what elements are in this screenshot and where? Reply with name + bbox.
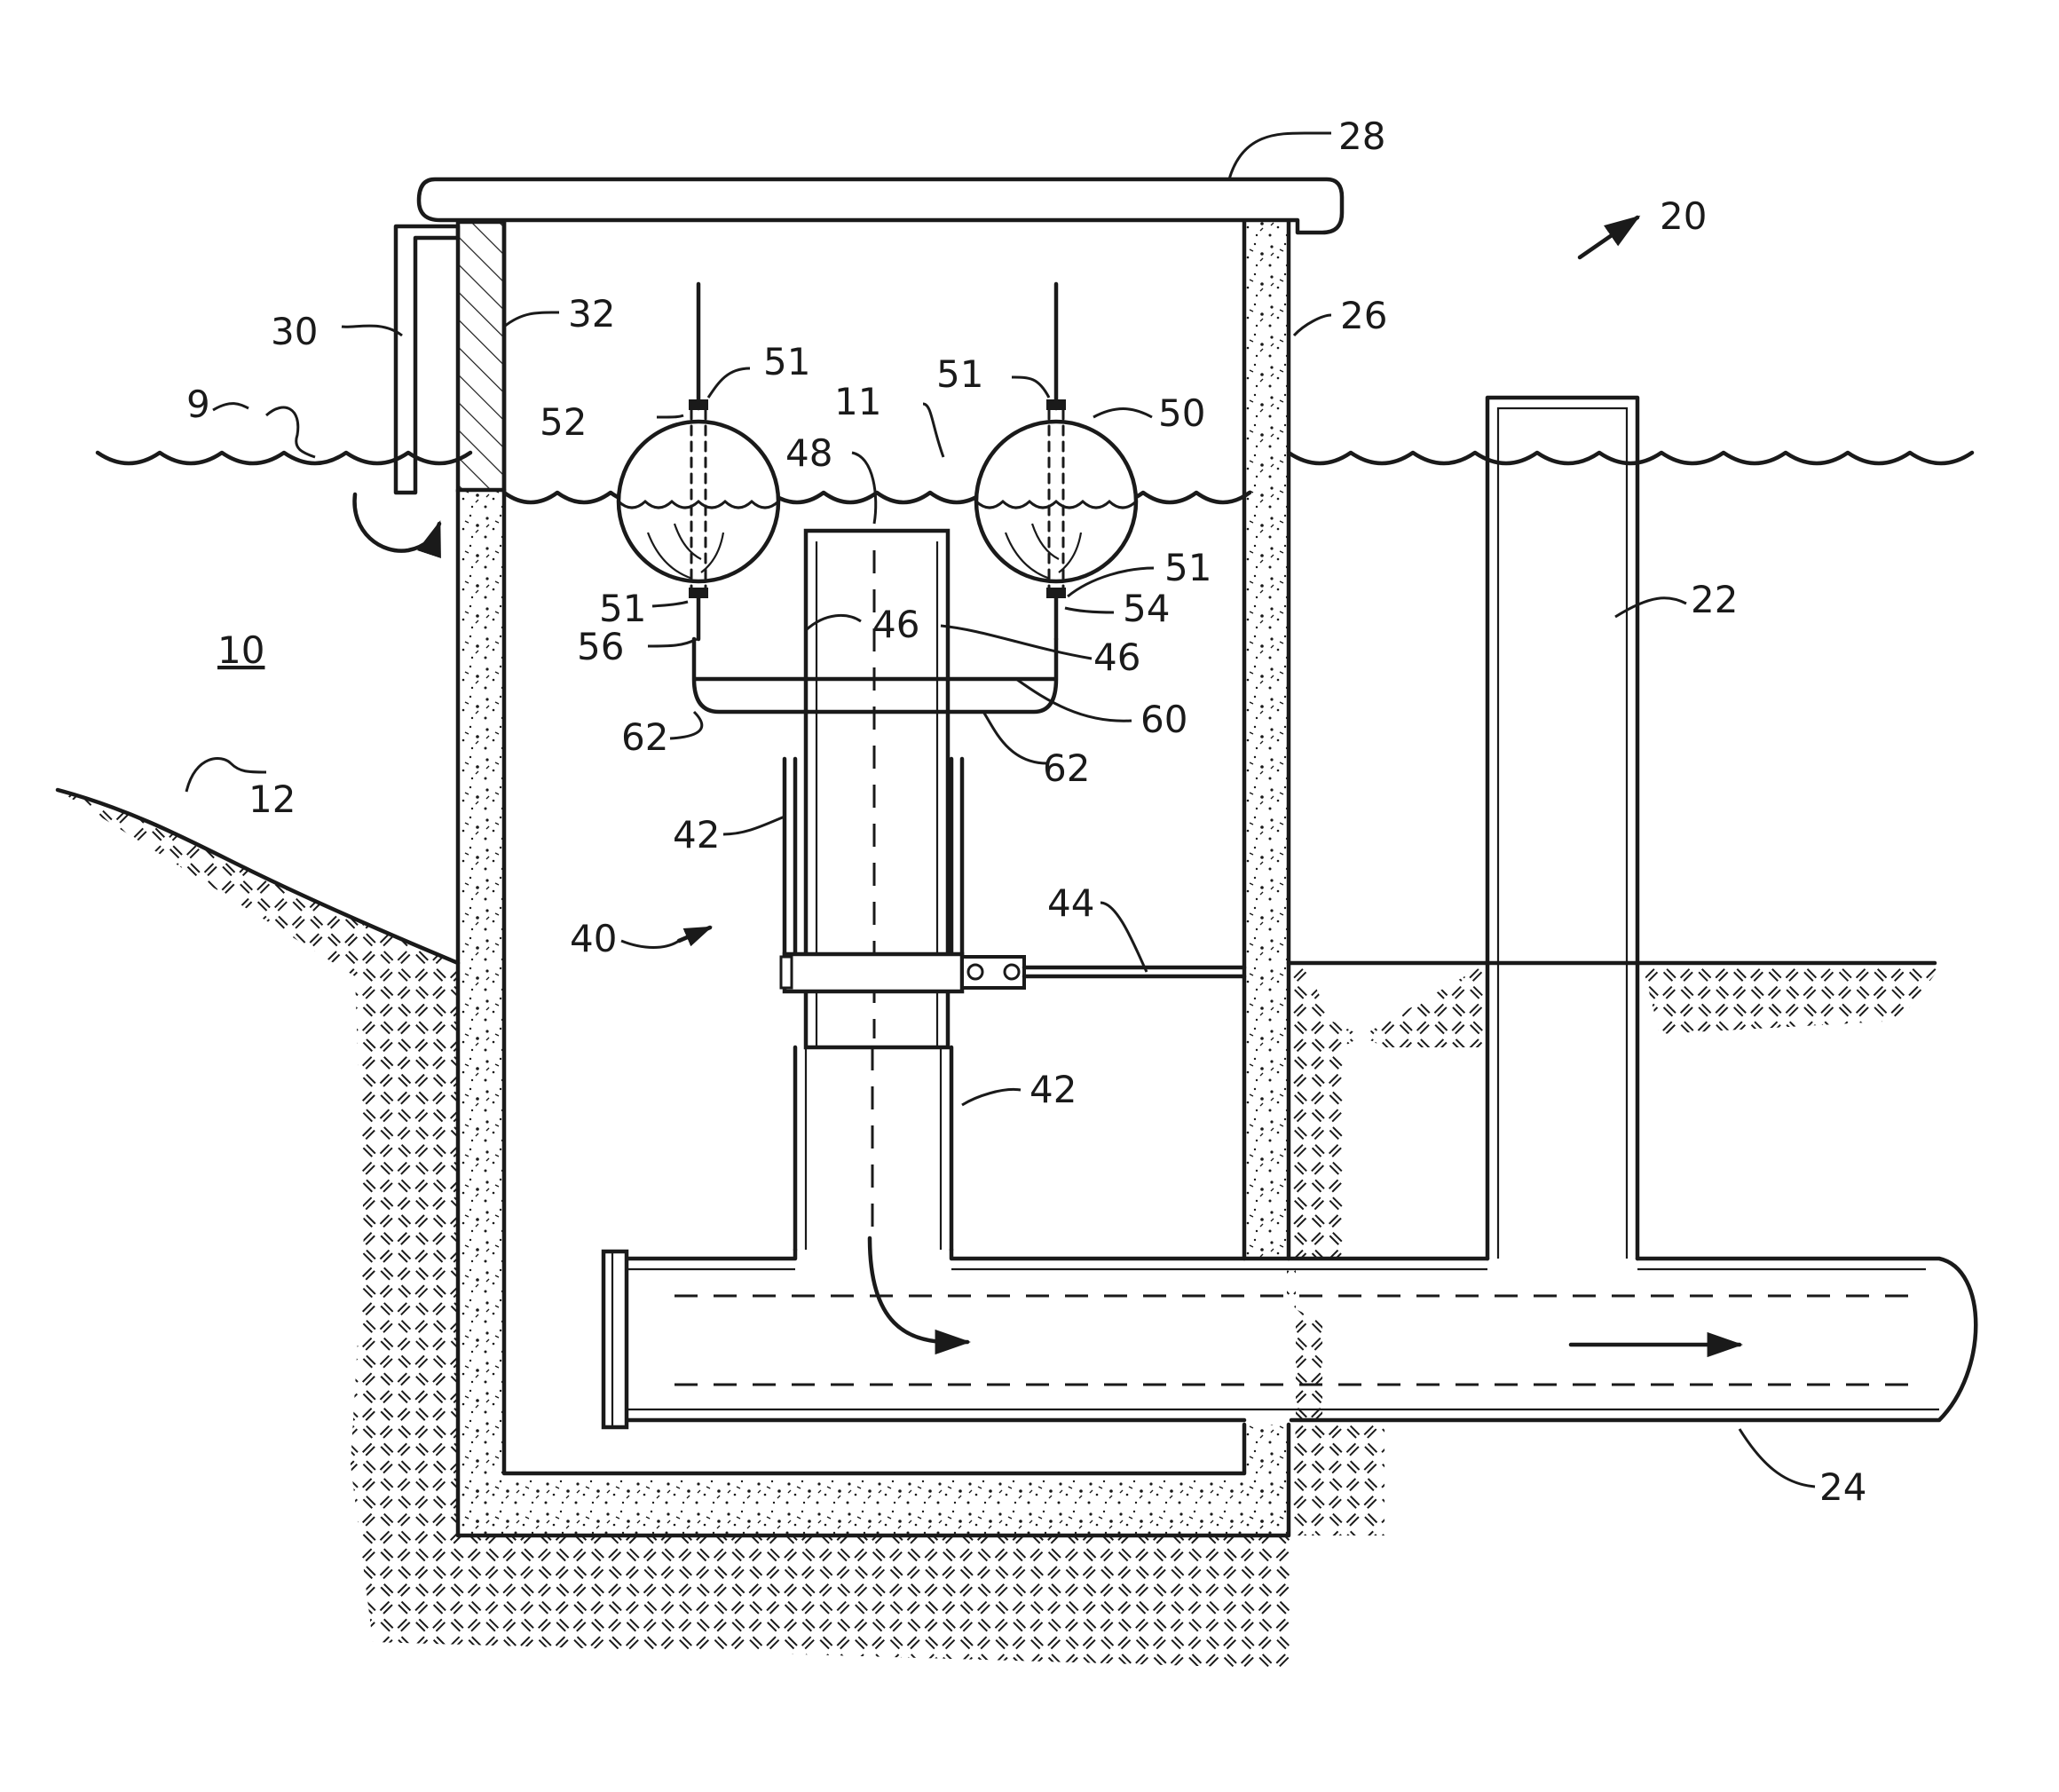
label-22: 22 [1691, 578, 1738, 621]
label-46a: 46 [872, 603, 919, 646]
label-51b: 51 [936, 352, 983, 396]
label-20: 20 [1660, 194, 1707, 238]
brace-44 [1024, 967, 1244, 976]
inflow-arrow [355, 494, 439, 551]
standpipe-assembly-40 [781, 531, 1244, 1250]
weir-plate-32 [458, 222, 504, 490]
clamp-band [785, 954, 962, 991]
label-51c: 51 [1164, 546, 1211, 589]
label-62a: 62 [621, 715, 668, 759]
lid-28 [419, 179, 1342, 233]
label-50: 50 [1158, 391, 1205, 435]
label-60: 60 [1140, 698, 1187, 741]
riser-pipe-22 [1487, 398, 1637, 1259]
label-62b: 62 [1043, 746, 1090, 790]
label-42a: 42 [673, 813, 720, 857]
label-26: 26 [1340, 294, 1387, 337]
label-40: 40 [570, 917, 617, 960]
label-42b: 42 [1030, 1068, 1077, 1111]
label-10: 10 [217, 628, 264, 672]
label-48: 48 [785, 431, 832, 475]
label-52: 52 [540, 400, 587, 444]
label-24: 24 [1819, 1465, 1866, 1509]
label-44: 44 [1047, 881, 1094, 925]
label-12: 12 [248, 778, 296, 821]
float-50 [976, 284, 1136, 639]
label-28: 28 [1338, 114, 1385, 158]
label-30: 30 [271, 310, 318, 353]
label-51a: 51 [763, 340, 810, 383]
label-54: 54 [1123, 587, 1170, 630]
label-46b: 46 [1093, 635, 1140, 679]
baffle-30 [355, 226, 458, 551]
label-9: 9 [186, 383, 210, 426]
float-52 [619, 284, 778, 639]
label-56: 56 [577, 625, 624, 668]
pipe-end-cap [604, 1251, 627, 1427]
label-51d: 51 [599, 587, 646, 630]
label-32: 32 [568, 292, 615, 336]
label-11: 11 [834, 380, 881, 423]
